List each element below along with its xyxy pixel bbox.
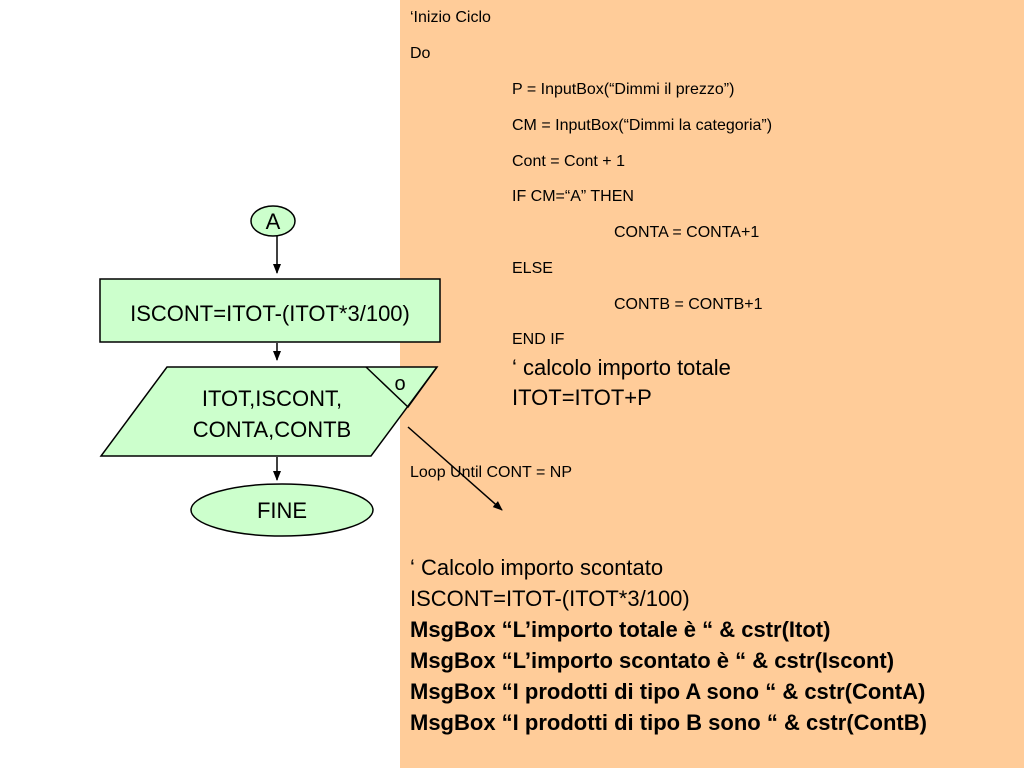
code-line-msgbox-totale: MsgBox “L’importo totale è “ & cstr(Itot…: [410, 617, 831, 642]
code-line-if: IF CM=“A” THEN: [512, 188, 634, 205]
code-line-else: ELSE: [512, 260, 553, 277]
process-box: ISCONT=ITOT-(ITOT*3/100): [99, 278, 441, 343]
code-line-input-prezzo: P = InputBox(“Dimmi il prezzo”): [512, 81, 735, 98]
code-line-msgbox-conta: MsgBox “I prodotti di tipo A sono “ & cs…: [410, 679, 926, 704]
connector-label: A: [266, 209, 281, 234]
code-panel: [400, 0, 1024, 768]
terminal-text: FINE: [257, 498, 307, 523]
output-line-1: ITOT,ISCONT,: [202, 386, 342, 411]
code-line-itot-sum: ITOT=ITOT+P: [512, 385, 652, 410]
code-line-end-if: END IF: [512, 331, 565, 348]
code-line-iscont: ISCONT=ITOT-(ITOT*3/100): [410, 586, 690, 611]
code-line-input-categoria: CM = InputBox(“Dimmi la categoria”): [512, 117, 773, 134]
code-line-loop-until: Loop Until CONT = NP: [410, 464, 572, 481]
code-line-contb-increment: CONTB = CONTB+1: [614, 296, 763, 313]
code-line-msgbox-contb: MsgBox “I prodotti di tipo B sono “ & cs…: [410, 710, 927, 735]
code-line-comment-totale: ‘ calcolo importo totale: [512, 355, 731, 380]
output-parallelogram: o ITOT,ISCONT, CONTA,CONTB: [99, 366, 439, 457]
output-corner-label: o: [394, 373, 405, 395]
code-line-conta-increment: CONTA = CONTA+1: [614, 224, 760, 241]
terminal-fine: FINE: [190, 483, 374, 537]
output-line-2: CONTA,CONTB: [193, 417, 351, 442]
connector-a: A: [250, 205, 296, 237]
pointer-arrow: [407, 426, 503, 511]
code-line-cont-increment: Cont = Cont + 1: [512, 153, 625, 170]
code-line-comment-scontato: ‘ Calcolo importo scontato: [410, 555, 664, 580]
code-line-comment-inizio: ‘Inizio Ciclo: [410, 9, 491, 26]
code-line-msgbox-scontato: MsgBox “L’importo scontato è “ & cstr(Is…: [410, 648, 895, 673]
code-line-do: Do: [410, 45, 431, 62]
process-text: ISCONT=ITOT-(ITOT*3/100): [130, 301, 410, 326]
